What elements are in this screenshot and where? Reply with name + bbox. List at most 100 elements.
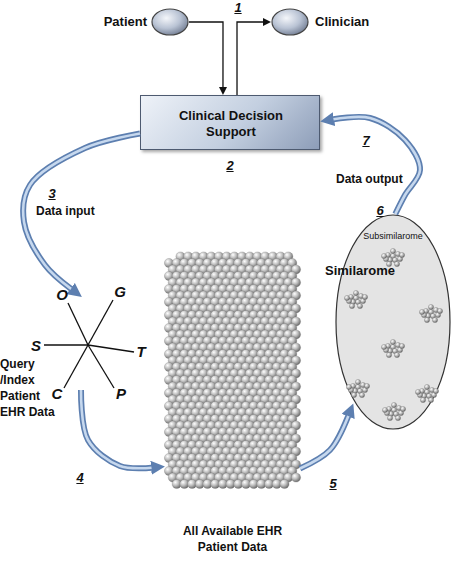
record-sphere: [188, 310, 197, 319]
record-sphere: [261, 369, 270, 378]
axis-letter: C: [52, 386, 63, 402]
record-sphere: [188, 401, 197, 410]
record-sphere: [226, 414, 235, 423]
record-sphere: [276, 330, 285, 339]
record-sphere: [257, 362, 266, 371]
record-sphere: [188, 271, 197, 280]
record-sphere: [207, 317, 216, 326]
record-sphere: [265, 258, 274, 267]
record-sphere: [291, 447, 300, 456]
record-sphere: [176, 421, 185, 430]
record-sphere: [238, 460, 247, 469]
record-sphere: [172, 388, 181, 397]
record-sphere: [184, 447, 193, 456]
connector-label: Data output: [336, 172, 403, 187]
record-sphere: [218, 440, 227, 449]
record-sphere: [164, 336, 173, 345]
record-sphere: [241, 427, 250, 436]
record-sphere: [164, 310, 173, 319]
record-sphere: [176, 278, 185, 287]
record-sphere: [168, 473, 177, 482]
record-sphere: [261, 356, 270, 365]
record-sphere: [245, 252, 254, 261]
record-sphere: [241, 388, 250, 397]
record-sphere: [276, 460, 285, 469]
callout-number: 4: [76, 470, 83, 485]
record-sphere: [199, 252, 208, 261]
record-sphere: [284, 395, 293, 404]
record-sphere: [176, 460, 185, 469]
record-sphere: [218, 453, 227, 462]
record-sphere: [207, 408, 216, 417]
record-sphere: [268, 369, 277, 378]
record-sphere: [284, 382, 293, 391]
record-sphere: [234, 336, 243, 345]
record-sphere: [195, 414, 204, 423]
record-sphere: [199, 421, 208, 430]
record-sphere: [249, 401, 258, 410]
record-sphere: [268, 330, 277, 339]
record-sphere: [164, 375, 173, 384]
record-sphere: [184, 395, 193, 404]
record-sphere: [199, 330, 208, 339]
record-sphere: [226, 362, 235, 371]
record-sphere: [180, 414, 189, 423]
record-sphere: [241, 414, 250, 423]
record-sphere: [257, 388, 266, 397]
record-sphere: [195, 271, 204, 280]
record-sphere: [203, 453, 212, 462]
record-sphere: [168, 265, 177, 274]
record-sphere: [257, 284, 266, 293]
callout-number: 6: [376, 203, 383, 218]
record-sphere: [276, 343, 285, 352]
record-sphere: [291, 330, 300, 339]
record-sphere: [211, 388, 220, 397]
record-sphere: [230, 252, 239, 261]
record-sphere: [168, 382, 177, 391]
record-sphere: [164, 453, 173, 462]
record-sphere: [234, 466, 243, 475]
record-sphere: [257, 453, 266, 462]
record-sphere: [265, 310, 274, 319]
axis-letter: T: [136, 344, 145, 360]
record-sphere: [234, 271, 243, 280]
record-sphere: [218, 388, 227, 397]
flow-connector: [81, 390, 152, 468]
record-sphere: [272, 427, 281, 436]
record-sphere: [238, 278, 247, 287]
record-sphere: [261, 408, 270, 417]
record-sphere: [191, 317, 200, 326]
record-sphere: [218, 284, 227, 293]
record-sphere: [176, 330, 185, 339]
record-sphere: [249, 414, 258, 423]
node-sublabel: Subsimilarome: [335, 231, 451, 242]
record-sphere: [218, 401, 227, 410]
record-sphere: [238, 434, 247, 443]
record-sphere: [164, 323, 173, 332]
record-sphere: [276, 291, 285, 300]
axis-letter: O: [56, 287, 68, 303]
record-sphere: [214, 304, 223, 313]
record-sphere: [268, 343, 277, 352]
record-sphere: [253, 291, 262, 300]
record-sphere: [284, 343, 293, 352]
record-sphere: [249, 453, 258, 462]
record-sphere: [211, 440, 220, 449]
record-sphere: [284, 317, 293, 326]
record-sphere: [261, 265, 270, 274]
record-sphere: [180, 479, 189, 488]
record-sphere: [214, 369, 223, 378]
record-sphere: [203, 271, 212, 280]
record-sphere: [238, 330, 247, 339]
record-sphere: [245, 408, 254, 417]
connector-line: [189, 22, 223, 88]
record-sphere: [211, 258, 220, 267]
record-sphere: [249, 375, 258, 384]
record-sphere: [261, 291, 270, 300]
callout-number: 1: [234, 0, 241, 15]
record-sphere: [180, 349, 189, 358]
record-sphere: [176, 434, 185, 443]
record-sphere: [276, 369, 285, 378]
record-sphere: [280, 466, 289, 475]
record-sphere: [184, 421, 193, 430]
